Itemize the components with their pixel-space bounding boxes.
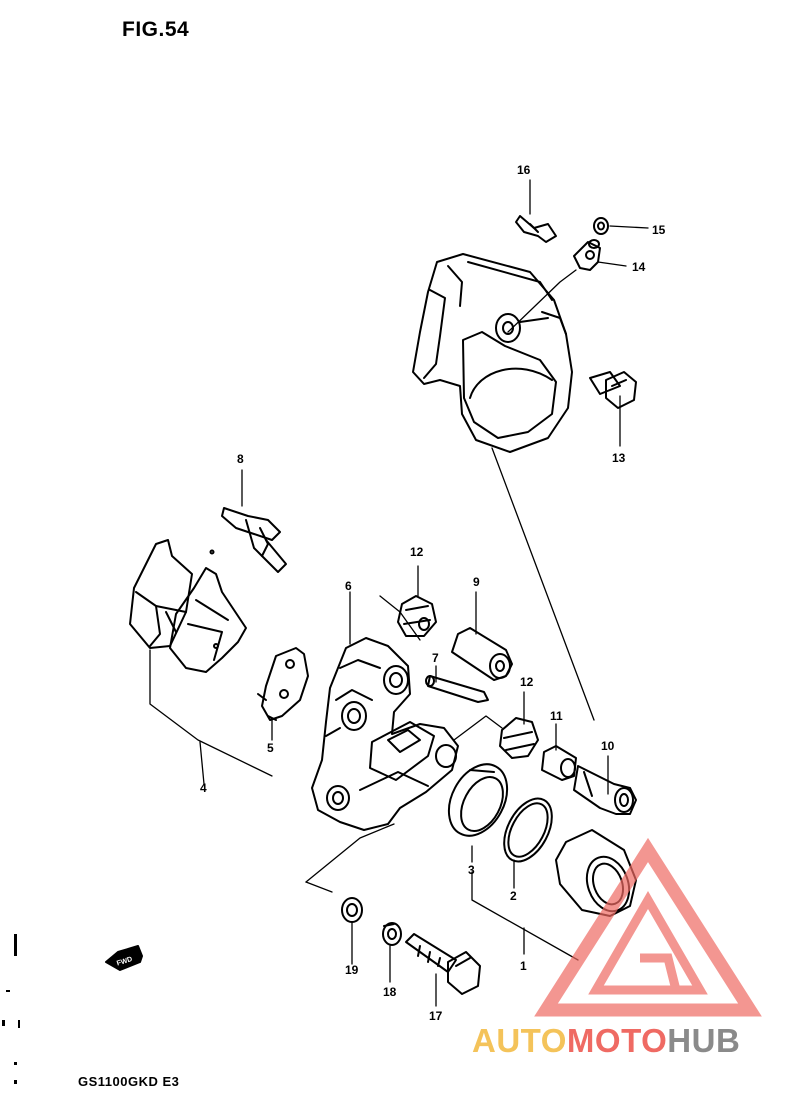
watermark-logo <box>534 837 762 1017</box>
forward-arrow-icon <box>105 945 143 971</box>
callout-19: 19 <box>345 963 359 977</box>
pad-pin <box>425 675 489 703</box>
callout-7: 7 <box>432 651 439 665</box>
callout-14: 14 <box>632 260 646 274</box>
pad-shim <box>257 647 309 721</box>
leader-lines <box>149 179 649 1007</box>
callout-17: 17 <box>429 1009 443 1023</box>
pad-pin-clip <box>221 507 287 573</box>
piston <box>555 829 637 917</box>
bleeder-cap <box>593 217 609 235</box>
callout-11: 11 <box>550 709 563 723</box>
boot-lower <box>499 717 539 759</box>
callout-4: 4 <box>200 781 207 795</box>
callout-10: 10 <box>601 739 615 753</box>
brake-pads <box>129 539 247 673</box>
dust-seal <box>447 763 509 837</box>
caliper-bracket <box>311 637 459 831</box>
boot-upper <box>397 595 437 637</box>
mounting-bolt <box>405 933 481 995</box>
callout-5: 5 <box>267 741 274 755</box>
callout-18: 18 <box>383 985 397 999</box>
callout-12-upper: 12 <box>410 545 424 559</box>
bleeder-valve <box>573 239 601 271</box>
callout-13: 13 <box>612 451 626 465</box>
sleeve-pin <box>573 765 637 815</box>
callout-3: 3 <box>468 863 475 877</box>
caliper-bolt <box>589 371 637 409</box>
callout-15: 15 <box>652 223 666 237</box>
callout-16: 16 <box>517 163 531 177</box>
piston-seal <box>503 797 553 863</box>
callout-12-lower: 12 <box>520 675 534 689</box>
callout-1: 1 <box>520 959 527 973</box>
caliper-body-upper <box>412 253 573 453</box>
watermark-wordmark: AUTOMOTOHUB <box>472 1022 740 1060</box>
callout-2: 2 <box>510 889 517 903</box>
lock-washer <box>382 922 402 946</box>
callout-labels: 16 15 14 13 8 12 9 6 7 12 11 10 5 4 3 2 … <box>116 163 666 1023</box>
fwd-label: FWD <box>116 956 133 968</box>
washer <box>341 897 363 923</box>
scan-marks <box>2 934 20 1084</box>
callout-6: 6 <box>345 579 352 593</box>
callout-9: 9 <box>473 575 480 589</box>
sleeve-boot <box>541 745 577 781</box>
watermark-part-hub: HUB <box>667 1022 741 1059</box>
pad-spring <box>515 215 557 243</box>
watermark-part-moto: MOTO <box>566 1022 668 1059</box>
callout-8: 8 <box>237 452 244 466</box>
watermark-part-auto: AUTO <box>472 1022 567 1059</box>
sleeve <box>451 627 513 681</box>
model-code: GS1100GKD E3 <box>78 1074 180 1089</box>
figure-title: FIG.54 <box>122 18 190 41</box>
